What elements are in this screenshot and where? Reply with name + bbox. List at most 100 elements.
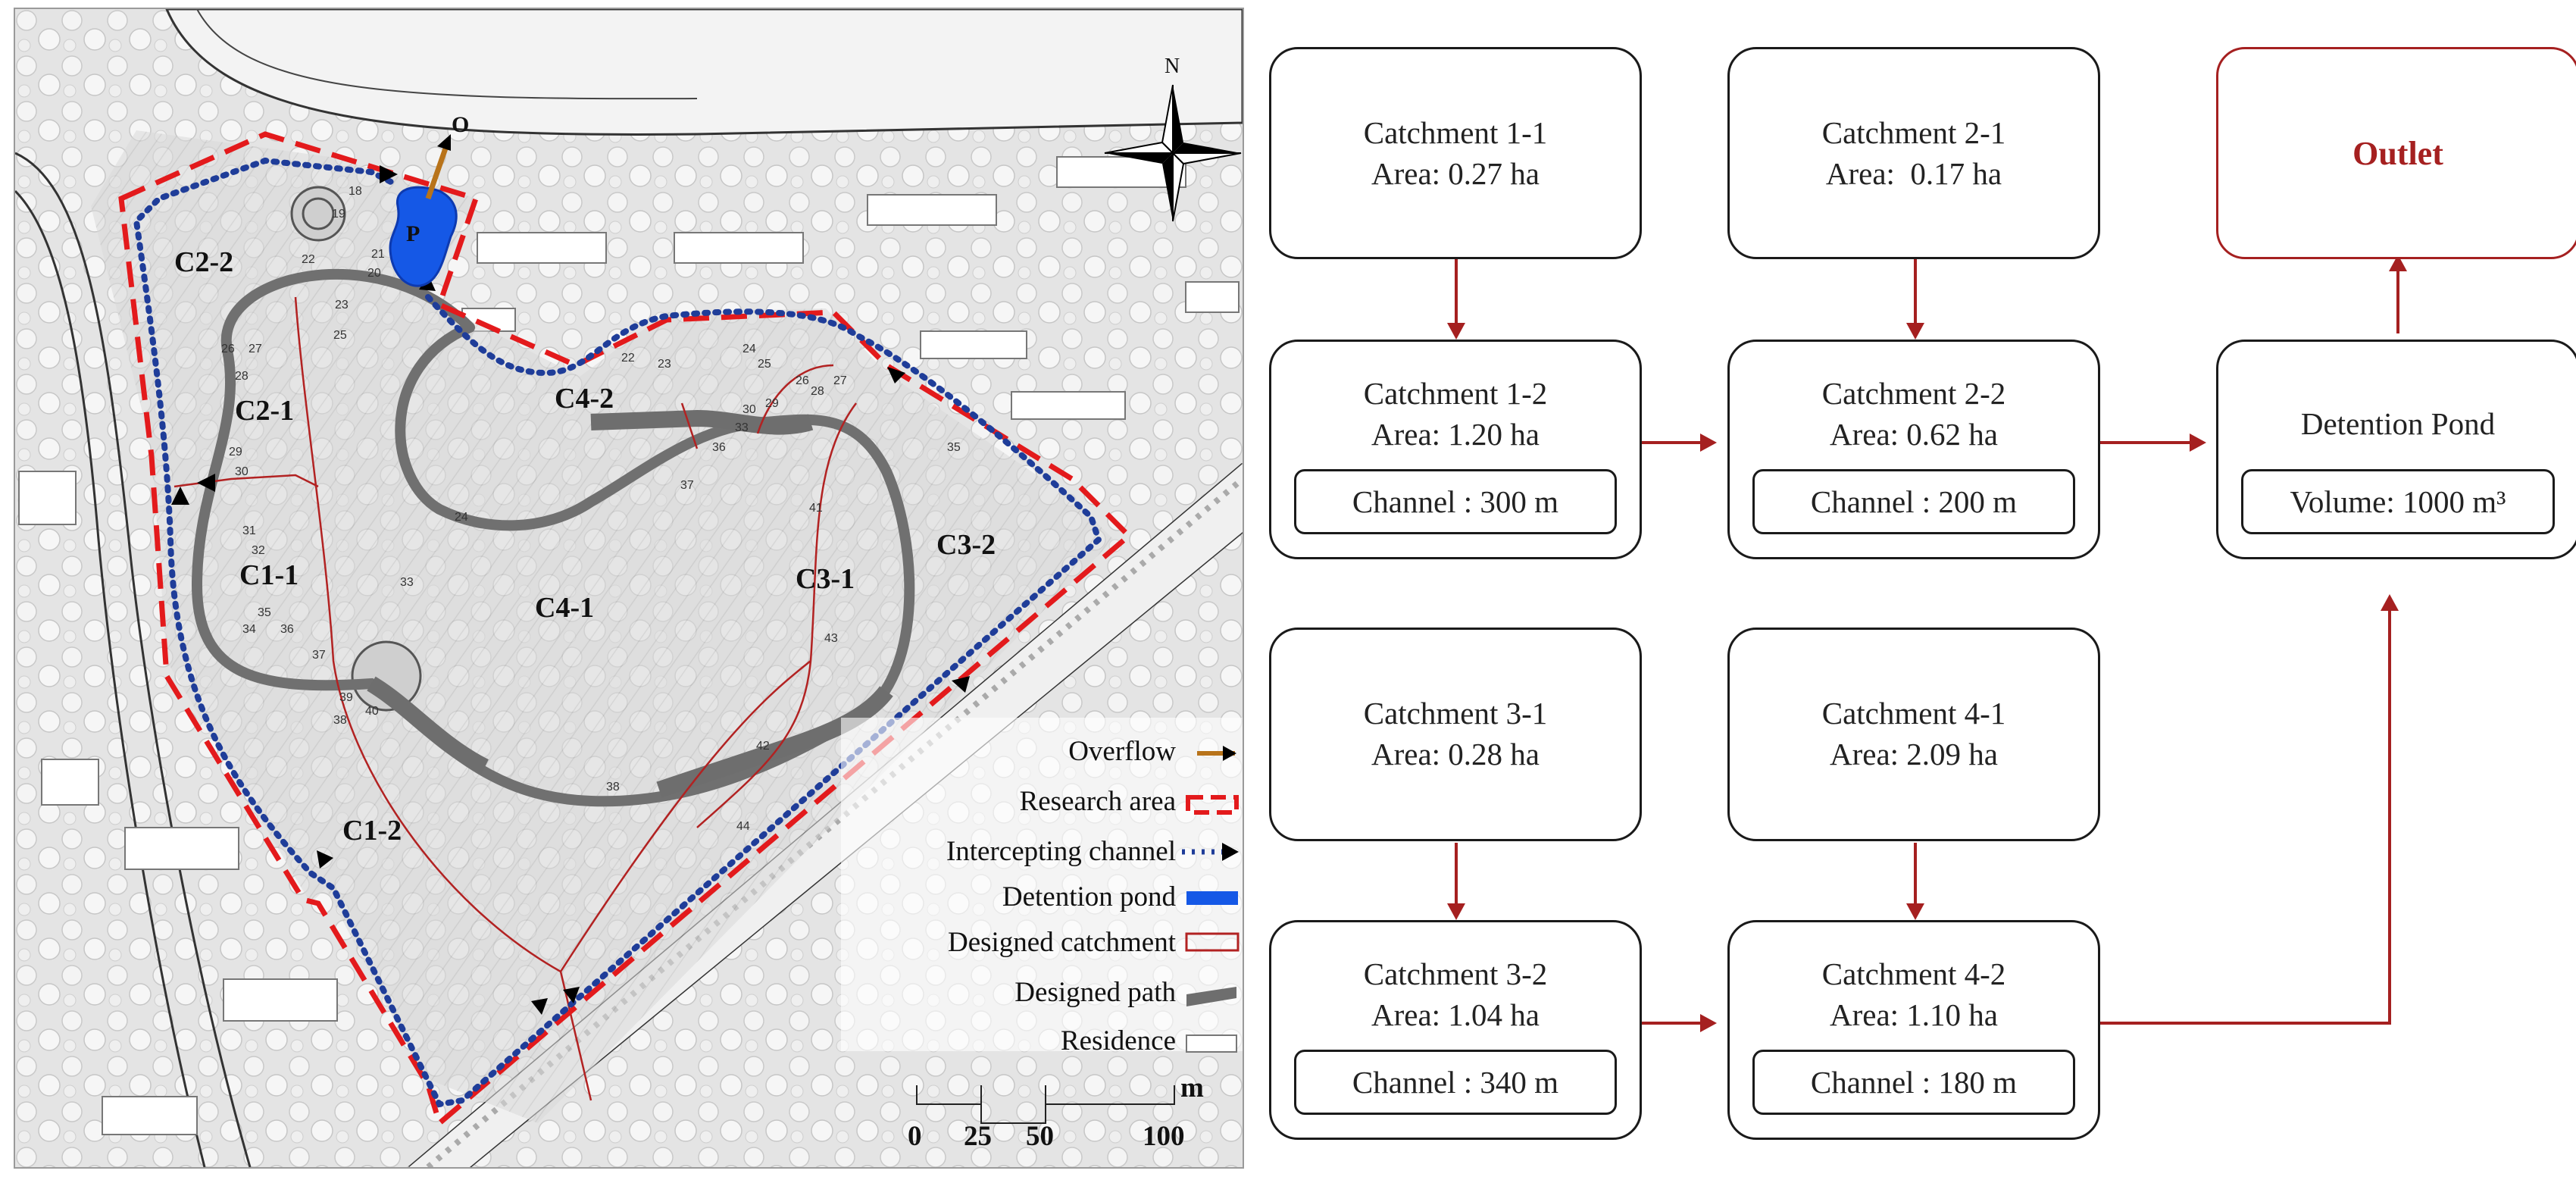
point-label: 29 [765,397,779,410]
point-label: 26 [796,374,809,387]
zone-label-c2-1: C2-1 [235,395,295,427]
point-label: 21 [371,248,385,261]
node-title: Catchment 3-2 [1363,956,1548,991]
node-catchment-2-1: Catchment 2-1 Area: 0.17 ha [1727,47,2100,259]
node-channel-box: Channel : 200 m [1752,469,2075,534]
node-title: Catchment 1-2 [1363,376,1548,411]
node-channel: Channel : 340 m [1352,1065,1559,1100]
legend-symbols [1182,746,1240,1053]
zone-label-c3-2: C3-2 [936,529,996,561]
scale-bar [916,1085,1175,1124]
outlet-label: O [452,112,470,137]
node-title: Outlet [2352,135,2443,172]
point-label: 36 [712,441,726,454]
node-title: Catchment 1-1 [1363,115,1548,150]
point-label: 26 [221,343,235,355]
scale-tick-0: 0 [908,1121,922,1152]
point-label: 41 [809,502,823,515]
point-label: 25 [758,358,771,371]
node-area: Area: 0.62 ha [1830,417,1998,452]
overflow-arrow [425,142,450,200]
point-label: 34 [242,623,256,636]
point-label: 35 [258,606,271,619]
catchment-boundaries [174,296,858,1101]
point-label: 30 [235,465,249,478]
node-area: Area: 1.10 ha [1830,997,1998,1032]
node-title: Detention Pond [2300,406,2496,441]
node-detention-pond: Detention Pond Volume: 1000 m³ [2216,340,2576,559]
point-label: 24 [742,343,756,355]
node-volume: Volume: 1000 m³ [2290,484,2506,519]
legend-residence: Residence [1060,1025,1176,1056]
point-label: 38 [333,714,347,727]
point-label: 37 [680,479,694,492]
node-title: Catchment 3-1 [1363,696,1548,731]
legend-detention-pond: Detention pond [1002,881,1176,912]
node-area: Area: 1.04 ha [1371,997,1540,1032]
legend-designed-path: Designed path [1014,977,1176,1008]
node-channel: Channel : 300 m [1352,484,1559,519]
legend-overflow: Overflow [1068,736,1176,767]
point-label: 33 [400,576,414,589]
point-label: 28 [235,370,249,383]
node-area: Area: 0.27 ha [1371,156,1540,191]
node-channel-box: Channel : 340 m [1294,1050,1617,1115]
point-label: 27 [833,374,847,387]
node-catchment-2-2: Catchment 2-2 Area: 0.62 ha Channel : 20… [1727,340,2100,559]
zone-label-c1-1: C1-1 [239,559,299,591]
point-label: 31 [242,524,256,537]
research-area-boundary [118,131,1133,1128]
node-area: Area: 2.09 ha [1830,737,1998,772]
node-catchment-3-1: Catchment 3-1 Area: 0.28 ha [1269,628,1642,841]
point-label: 32 [252,544,265,557]
point-label: 36 [280,623,294,636]
point-label: 20 [367,267,381,280]
north-label: N [1165,55,1180,78]
point-label: 42 [756,740,770,753]
scale-tick-50: 50 [1026,1121,1054,1152]
point-label: 40 [365,705,379,718]
node-channel: Channel : 200 m [1810,484,2018,519]
scale-tick-100: 100 [1143,1121,1185,1152]
zone-label-c4-2: C4-2 [555,383,614,415]
flow-arrows [1447,255,2407,1032]
zone-label-c3-1: C3-1 [796,563,855,595]
point-label: 38 [606,781,620,793]
node-catchment-4-2: Catchment 4-2 Area: 1.10 ha Channel : 18… [1727,920,2100,1140]
node-outlet: Outlet [2216,47,2576,259]
point-label: 23 [335,299,349,311]
point-label: 39 [339,691,353,704]
site-map: 18 19 20 21 22 23 25 26 27 28 29 30 31 3… [14,8,1244,1169]
point-label: 44 [736,820,750,833]
node-title: Catchment 2-1 [1821,115,2006,150]
point-label: 27 [249,343,262,355]
pond-label: P [406,221,420,246]
point-label: 23 [658,358,671,371]
legend-designed-catchment: Designed catchment [947,927,1176,958]
node-channel: Channel : 180 m [1810,1065,2018,1100]
north-arrow-icon [1104,84,1242,222]
point-label: 25 [333,329,347,342]
point-label: 30 [742,403,756,416]
legend-intercepting-channel: Intercepting channel [946,836,1176,867]
node-channel-box: Channel : 180 m [1752,1050,2075,1115]
scale-unit: m [1180,1072,1204,1103]
node-volume-box: Volume: 1000 m³ [2241,469,2555,534]
node-area: Area: 0.17 ha [1825,156,2002,191]
zone-label-c1-2: C1-2 [342,815,402,847]
node-channel-box: Channel : 300 m [1294,469,1617,534]
point-label: 22 [302,253,315,266]
point-label: 19 [332,208,345,221]
node-catchment-3-2: Catchment 3-2 Area: 1.04 ha Channel : 34… [1269,920,1642,1140]
point-label: 43 [824,632,838,645]
node-area: Area: 0.28 ha [1371,737,1540,772]
scale-tick-25: 25 [964,1121,992,1152]
catchment-flowchart: Catchment 1-1 Area: 0.27 ha Catchment 2-… [1258,0,2576,1180]
point-numbers: 18 19 20 21 22 23 25 26 27 28 29 30 31 3… [15,9,1243,1167]
node-area: Area: 1.20 ha [1371,417,1540,452]
point-label: 18 [349,185,362,198]
node-catchment-1-1: Catchment 1-1 Area: 0.27 ha [1269,47,1642,259]
node-title: Catchment 4-1 [1821,696,2006,731]
point-label: 37 [312,649,326,662]
point-label: 35 [947,441,961,454]
